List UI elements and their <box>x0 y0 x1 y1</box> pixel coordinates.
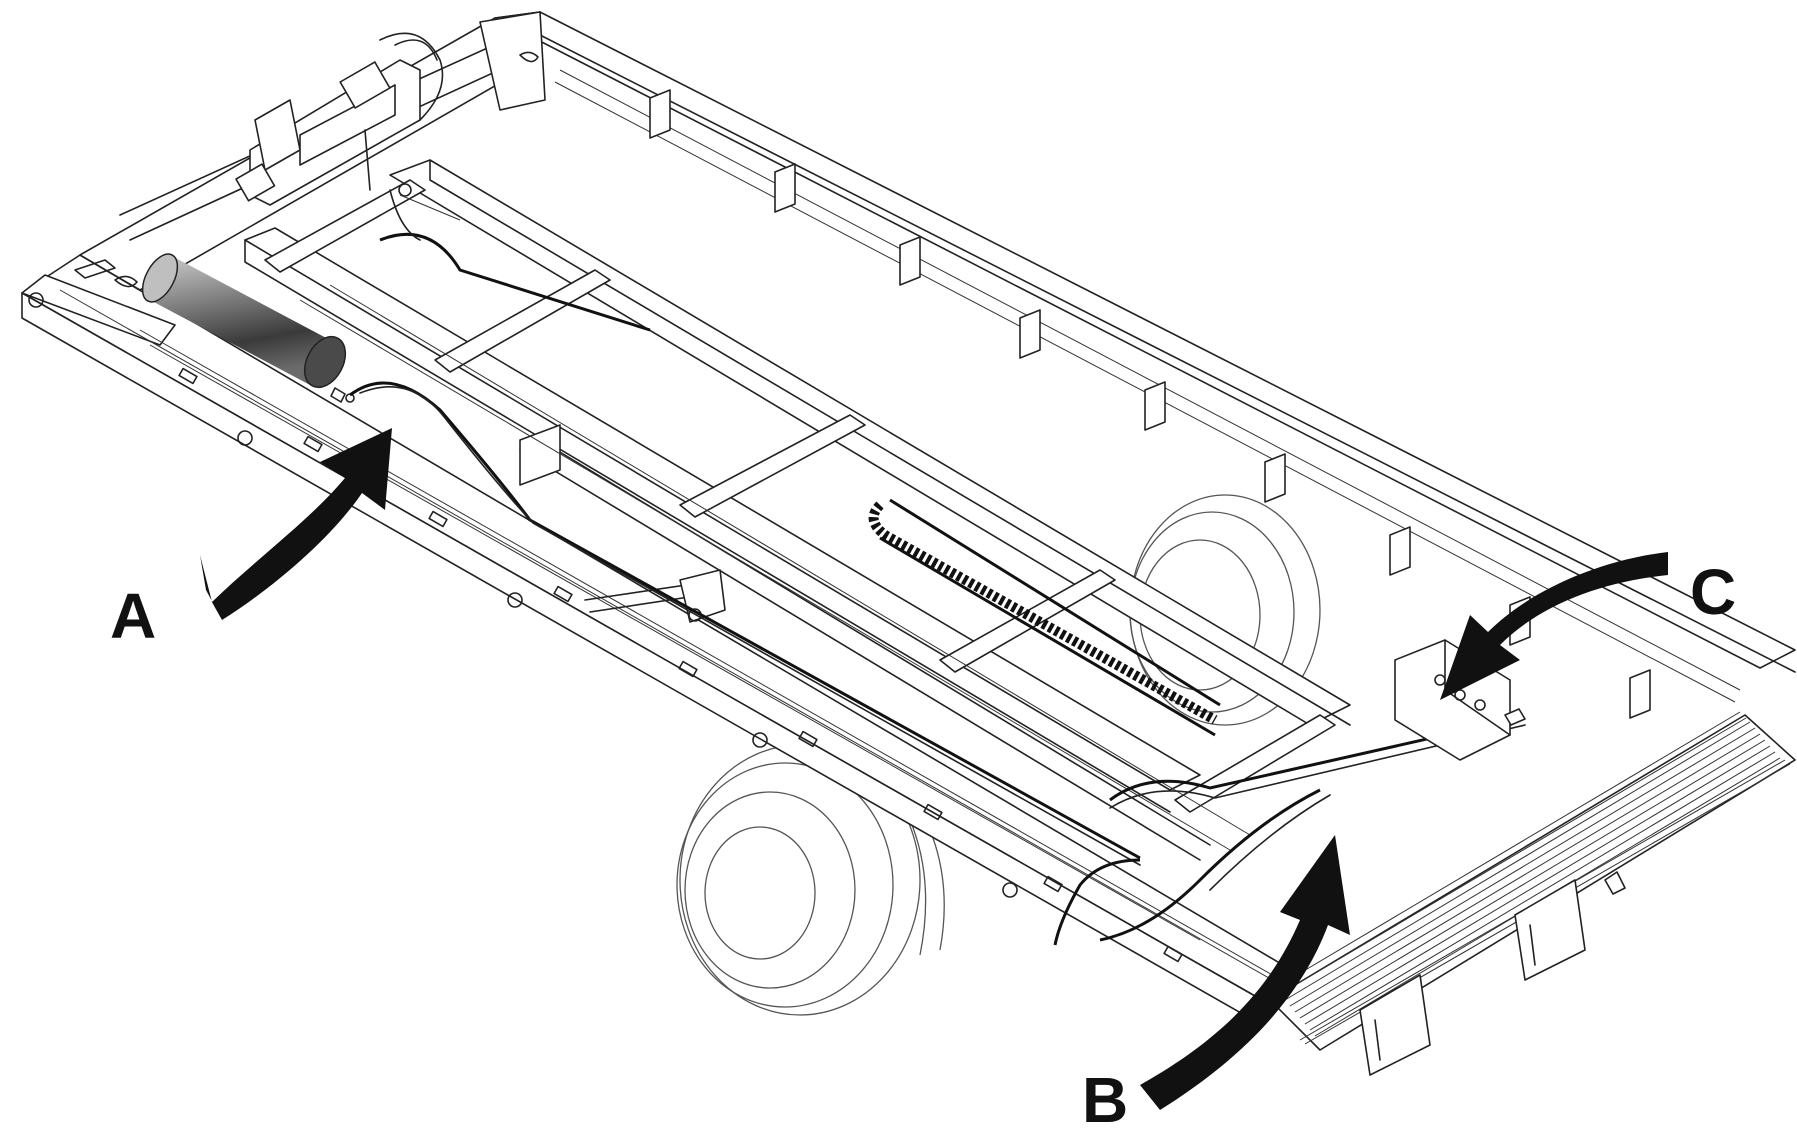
callout-label-c: C <box>1690 556 1736 628</box>
loading-ramp <box>1269 711 1796 1051</box>
air-lines <box>349 189 1526 946</box>
front-wheel <box>676 744 945 1016</box>
callout-label-a: A <box>110 580 156 652</box>
air-tank <box>141 253 355 403</box>
arrow-a <box>200 428 392 620</box>
winch-assembly <box>235 32 461 221</box>
arrow-b <box>1140 835 1350 1110</box>
stake-pockets-left <box>178 367 1183 963</box>
arrow-c <box>1440 552 1668 700</box>
subframe <box>244 159 1351 861</box>
callout-label-b: B <box>1082 1064 1128 1128</box>
cable-carrier-chain <box>868 498 1221 737</box>
ramp-support-legs <box>1359 871 1626 1076</box>
